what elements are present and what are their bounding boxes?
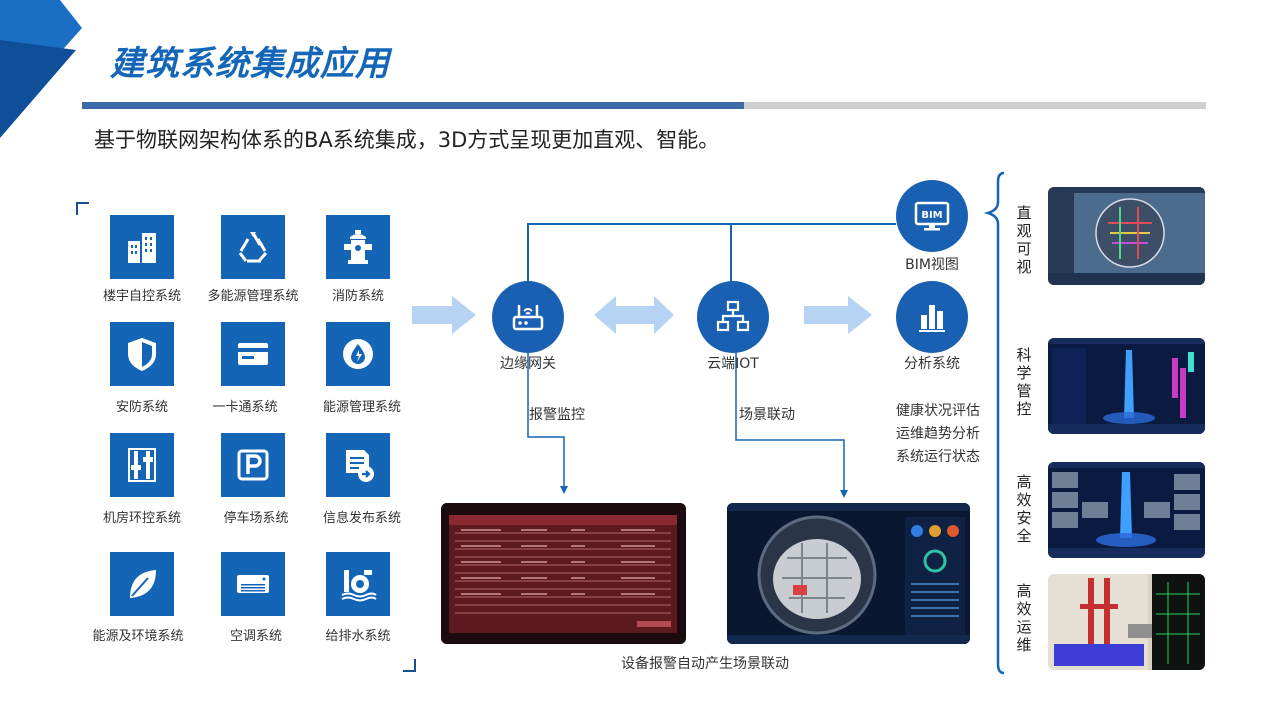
analysis-item: 健康状况评估 — [896, 403, 980, 419]
bottom-caption: 设备报警自动产生场景联动 — [621, 656, 789, 672]
document-share-icon[interactable] — [326, 433, 390, 497]
node-label-bim: BIM视图 — [905, 257, 959, 273]
monitor-icon[interactable]: BIM — [896, 180, 968, 252]
page-title: 建筑系统集成应用 — [110, 44, 390, 84]
analysis-item: 系统运行状态 — [896, 449, 980, 465]
sliders-icon[interactable] — [110, 433, 174, 497]
analysis-items-list: 健康状况评估 运维趋势分析 系统运行状态 — [896, 400, 980, 469]
system-label-energy-management: 能源管理系统 — [322, 400, 401, 415]
node-label-edge-gateway: 边缘网关 — [500, 356, 556, 372]
water-drop-icon[interactable] — [326, 322, 390, 386]
alarm-monitor-screenshot — [441, 503, 686, 644]
alarm-table-graphic — [441, 503, 686, 644]
thumbnail-visual — [1048, 187, 1205, 285]
system-label-machine-room: 机房环控系统 — [102, 511, 181, 526]
building-icon[interactable] — [110, 215, 174, 279]
thumbnail-operations — [1048, 574, 1205, 670]
feature-label-visual: 直观可视 — [1016, 204, 1032, 276]
system-label-building-control: 楼宇自控系统 — [102, 289, 181, 304]
leaf-icon[interactable] — [110, 552, 174, 616]
feature-label-operations: 高效运维 — [1016, 582, 1032, 654]
link-label-alarm-monitor: 报警监控 — [529, 407, 585, 423]
title-rule-grey — [744, 102, 1206, 109]
system-label-security: 安防系统 — [115, 400, 168, 415]
analysis-item: 运维趋势分析 — [896, 426, 980, 442]
parking-icon[interactable] — [221, 433, 285, 497]
air-conditioner-icon[interactable] — [221, 552, 285, 616]
feature-bracket — [983, 171, 1005, 675]
system-label-energy-environment: 能源及环境系统 — [92, 629, 184, 644]
bar-chart-icon[interactable] — [896, 281, 968, 353]
corner-decoration — [0, 0, 82, 138]
shield-icon[interactable] — [110, 322, 174, 386]
arrow-right-1 — [412, 296, 476, 334]
system-label-parking: 停车场系统 — [223, 511, 289, 526]
router-icon[interactable] — [492, 281, 564, 353]
link-label-scene-linkage: 场景联动 — [739, 407, 795, 423]
network-icon[interactable] — [697, 281, 769, 353]
system-label-multi-energy: 多能源管理系统 — [207, 289, 299, 304]
frame-corner-top-left — [76, 202, 89, 215]
bim-icon-text: BIM — [921, 210, 942, 221]
system-label-info-publish: 信息发布系统 — [322, 511, 401, 526]
system-label-fire: 消防系统 — [331, 289, 384, 304]
node-label-cloud-iot: 云端IOT — [707, 356, 759, 372]
scene-3d-graphic — [727, 503, 970, 644]
thumbnail-control — [1048, 338, 1205, 434]
system-label-water-supply: 给排水系统 — [325, 629, 391, 644]
title-rule-blue — [82, 102, 744, 109]
page-subtitle: 基于物联网架构体系的BA系统集成，3D方式呈现更加直观、智能。 — [94, 128, 720, 152]
hydrant-icon[interactable] — [326, 215, 390, 279]
node-label-analysis: 分析系统 — [904, 356, 960, 372]
pump-icon[interactable] — [326, 552, 390, 616]
arrow-bidirectional — [594, 296, 674, 334]
arrow-right-2 — [804, 296, 872, 334]
system-label-card: 一卡通系统 — [212, 400, 278, 415]
feature-label-control: 科学管控 — [1016, 346, 1032, 418]
frame-corner-bottom-right — [403, 659, 416, 672]
recycle-icon[interactable] — [221, 215, 285, 279]
feature-label-safety: 高效安全 — [1016, 473, 1032, 545]
card-icon[interactable] — [221, 322, 285, 386]
system-label-air-conditioning: 空调系统 — [229, 629, 282, 644]
thumbnail-safety — [1048, 462, 1205, 558]
scene-linkage-screenshot — [727, 503, 970, 644]
